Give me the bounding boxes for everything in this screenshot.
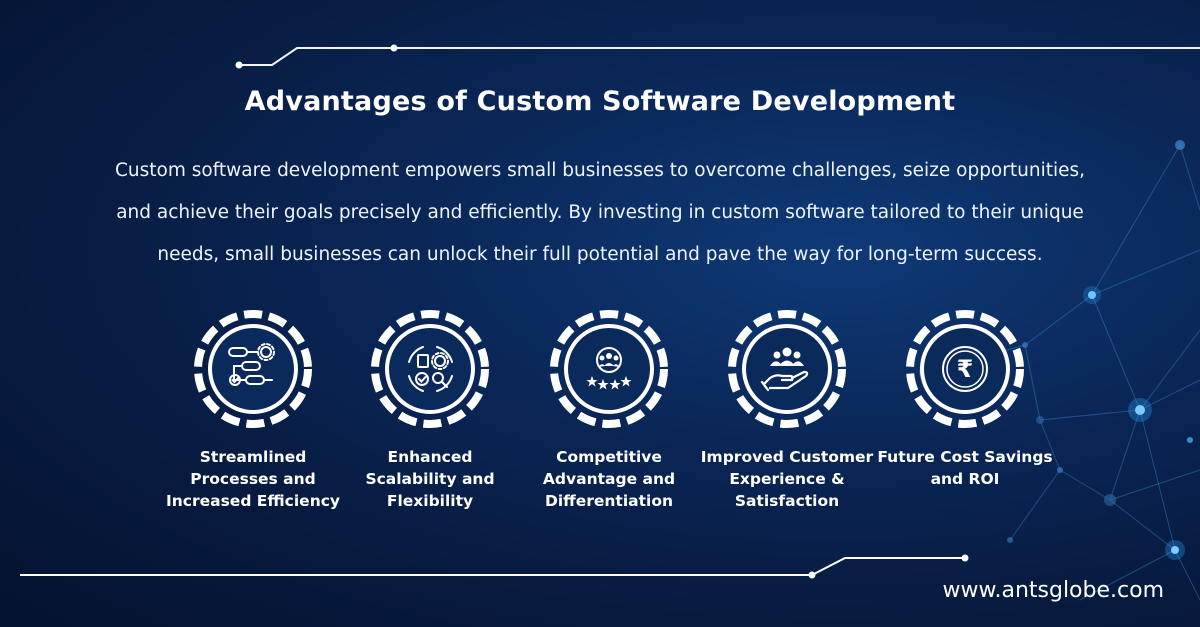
top-circuit-line bbox=[239, 47, 1200, 66]
rupee-coin-icon: ₹ bbox=[906, 310, 1024, 428]
feature-label: Enhanced Scalability and Flexibility bbox=[365, 448, 495, 510]
circuit-node bbox=[808, 571, 816, 579]
feature-label: Competitive Advantage and Differentiatio… bbox=[542, 448, 676, 510]
team-star-rating-icon bbox=[550, 310, 668, 428]
feature-item: Streamlined Processes and Increased Effi… bbox=[163, 310, 343, 512]
feature-label: Improved Customer Experience & Satisfact… bbox=[700, 448, 874, 510]
page-title: Advantages of Custom Software Developmen… bbox=[244, 86, 956, 117]
feature-badge bbox=[194, 310, 312, 428]
feature-badge bbox=[371, 310, 489, 428]
feature-item: Competitive Advantage and Differentiatio… bbox=[519, 310, 699, 512]
scalability-cycle-icon bbox=[371, 310, 489, 428]
intro-paragraph: Custom software development empowers sma… bbox=[114, 160, 1085, 265]
customer-hand-icon bbox=[728, 310, 846, 428]
circuit-node bbox=[390, 44, 398, 52]
circuit-node bbox=[961, 554, 969, 562]
svg-text:₹: ₹ bbox=[957, 355, 974, 383]
feature-badge: ₹ bbox=[906, 310, 1024, 428]
workflow-gear-icon bbox=[194, 310, 312, 428]
feature-badge bbox=[550, 310, 668, 428]
feature-item: Improved Customer Experience & Satisfact… bbox=[697, 310, 877, 512]
bottom-circuit-line bbox=[20, 557, 965, 576]
website-url: www.antsglobe.com bbox=[942, 578, 1164, 603]
feature-item: ₹ Future Cost Savings and ROI bbox=[875, 310, 1055, 490]
feature-label: Future Cost Savings and ROI bbox=[877, 448, 1053, 488]
feature-row: Streamlined Processes and Increased Effi… bbox=[0, 310, 1200, 530]
circuit-node bbox=[235, 61, 243, 69]
feature-badge bbox=[728, 310, 846, 428]
feature-item: Enhanced Scalability and Flexibility bbox=[340, 310, 520, 512]
feature-label: Streamlined Processes and Increased Effi… bbox=[165, 448, 341, 510]
